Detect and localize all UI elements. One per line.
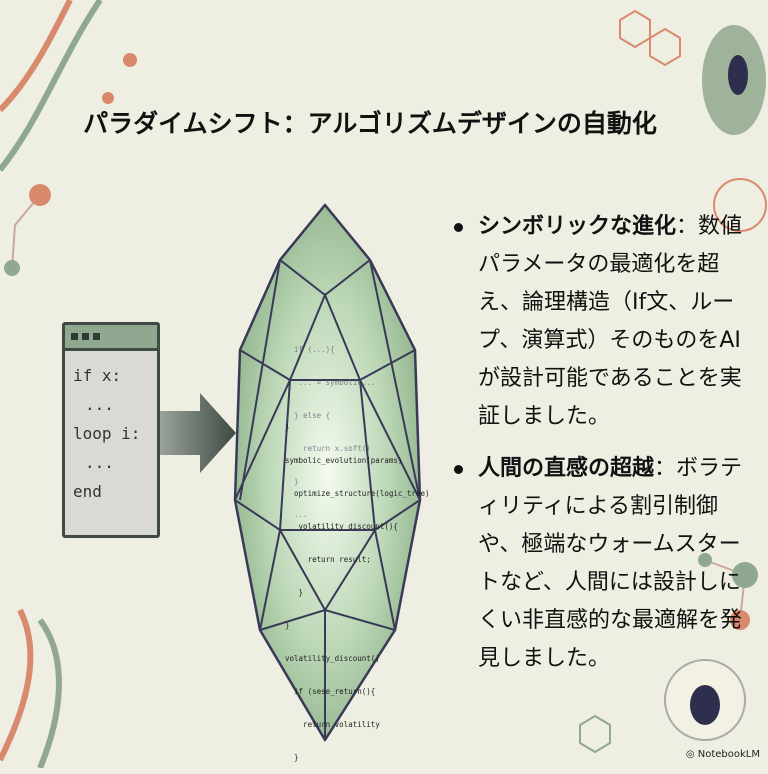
code-line: loop i:	[73, 424, 141, 443]
code-line: }	[285, 588, 304, 597]
code-line: return x.soft()	[285, 444, 371, 453]
bullet-heading: 人間の直感の超越	[478, 456, 655, 481]
bullet-item: 人間の直感の超越：ボラティリティによる割引制御や、極端なウォームスタートなど、人…	[450, 450, 750, 678]
code-line: } else {	[285, 411, 331, 420]
notebooklm-logo: ◎ NotebookLM	[685, 749, 760, 760]
code-line: if x:	[73, 366, 122, 385]
bullet-list: シンボリックな進化：数値パラメータの最適化を超え、論理構造（If文、ループ、演算…	[450, 208, 750, 692]
bullet-text: ：ボラティリティによる割引制御や、極端なウォームスタートなど、人間には設計しにく…	[478, 456, 743, 671]
code-line: ...	[285, 510, 308, 519]
code-line: }	[285, 621, 290, 630]
crystal-code: } symbolic_evolution(params) optimize_st…	[285, 400, 430, 774]
page-title: パラダイムシフト：アルゴリズムデザインの自動化	[83, 109, 657, 138]
code-line: optimize_structure(logic_tree)	[285, 489, 430, 498]
code-line: }	[285, 477, 299, 486]
code-window: if x: ... loop i: ... end	[62, 322, 160, 538]
code-line: ...	[85, 395, 114, 414]
bullet-item: シンボリックな進化：数値パラメータの最適化を超え、論理構造（If文、ループ、演算…	[450, 208, 750, 436]
dna-helix-icon	[0, 0, 103, 768]
window-titlebar	[65, 325, 157, 351]
arrow-right-icon	[160, 393, 236, 473]
code-line: ...	[85, 453, 114, 472]
window-dot-icon	[71, 333, 78, 340]
code-line: ... = symbolic...	[285, 378, 376, 387]
code-line: if (...){	[285, 345, 335, 354]
code-line: return result;	[285, 555, 371, 564]
bullet-heading: シンボリックな進化	[478, 214, 677, 239]
code-line: }	[285, 423, 290, 432]
code-line: volatility_discount()	[285, 654, 380, 663]
window-dot-icon	[93, 333, 100, 340]
code-line: }	[285, 753, 299, 762]
crystal-code: if (...){ ... = symbolic... } else { ret…	[285, 322, 375, 531]
code-line: volatility_discount(){	[285, 522, 398, 531]
code-line: end	[73, 482, 102, 501]
code-line: return volatility	[285, 720, 380, 729]
logo-text: NotebookLM	[697, 749, 760, 760]
code-line: if (sese_return(){	[285, 687, 376, 696]
window-dot-icon	[82, 333, 89, 340]
bullet-text: ：数値パラメータの最適化を超え、論理構造（If文、ループ、演算式）そのものをAI…	[478, 214, 743, 429]
crystal-illustration	[233, 203, 422, 742]
code-line: symbolic_evolution(params)	[285, 456, 403, 465]
